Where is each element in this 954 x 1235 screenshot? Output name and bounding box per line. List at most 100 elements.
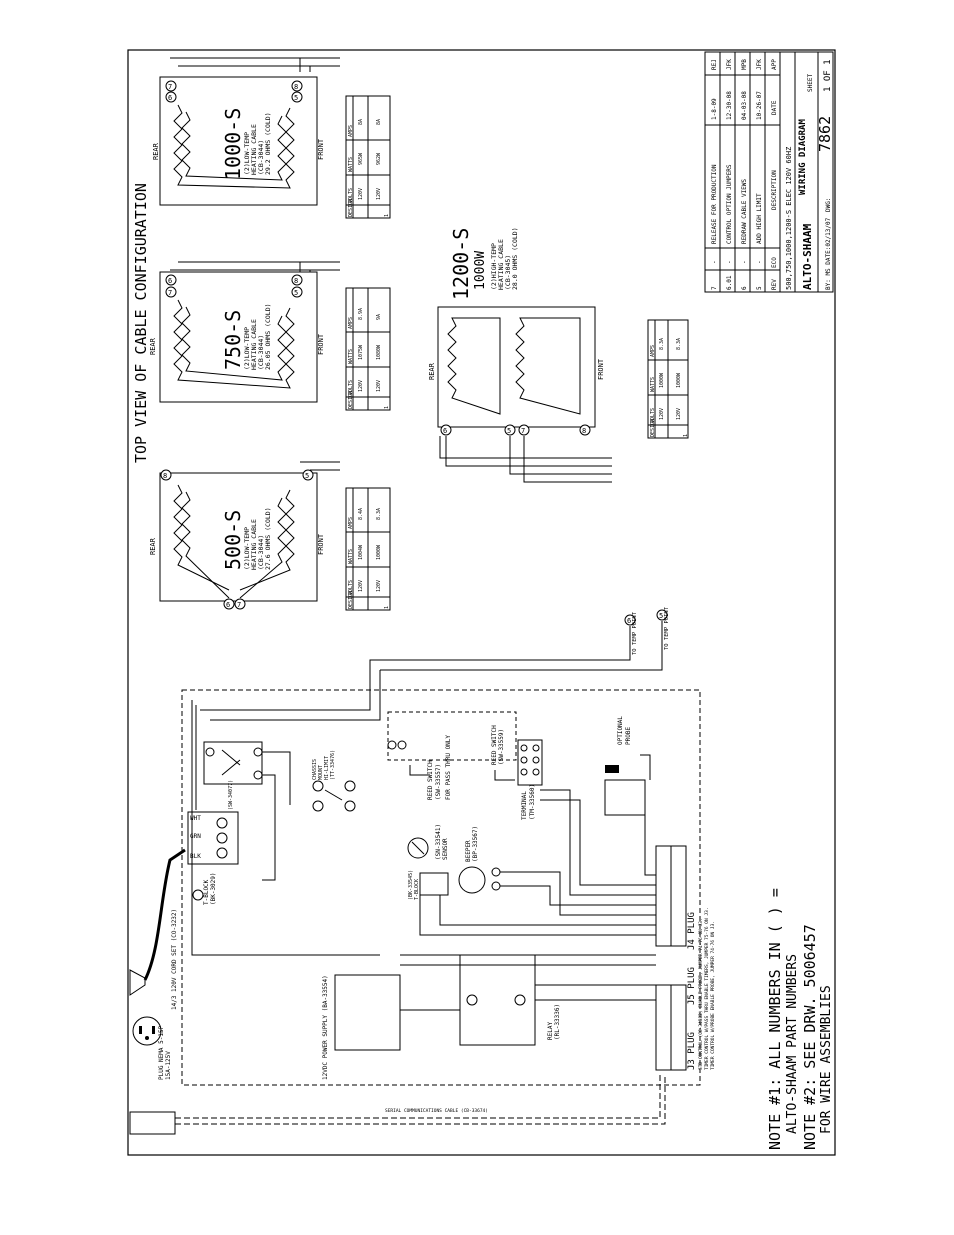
dwg-number: 7862 xyxy=(816,116,834,152)
chassis-label: (TT-33476) xyxy=(330,750,336,780)
power-plug: PLUG NEMA 5-15P 15A-125V 14/3 120V CORD … xyxy=(129,848,186,1080)
heating-cable xyxy=(173,484,295,591)
title-block: 7 - RELEASE FOR PRODUCTION 1-8-09 REJ 6.… xyxy=(704,51,834,293)
tblock-label: T-BLOCK xyxy=(203,879,210,905)
terminal-label: 6 xyxy=(226,601,230,609)
cable-spec: (CB-3045) xyxy=(504,255,512,290)
rear-label: REAR xyxy=(149,537,157,555)
reed-switch-label: FOR PASS THRU ONLY xyxy=(445,735,452,800)
terminal-label: 6 xyxy=(443,427,447,435)
table-cell: 1000W xyxy=(676,372,682,388)
table-cell: 1 xyxy=(384,406,390,409)
rev-eco: - xyxy=(711,260,718,264)
terminal xyxy=(291,91,303,103)
probe-label: OPTIONAL xyxy=(617,716,624,745)
note-line: FOR WIRE ASSEMBLIES xyxy=(819,985,834,1134)
cable-spec: (CB-3044) xyxy=(257,335,265,370)
table-header: VOLTS xyxy=(650,408,656,423)
relay-wiring xyxy=(400,984,656,1011)
terminal-label: 8 xyxy=(582,427,586,435)
table-cell: 1080W xyxy=(376,344,382,360)
sensor-label: (SN-33541) xyxy=(435,824,442,860)
t-block-2: (BK-33545) T-BLOCK xyxy=(408,870,449,900)
block-label: T-BLOCK xyxy=(414,879,420,900)
note-line: ALTO-SHAAM PART NUMBERS xyxy=(785,954,800,1134)
model-label: 1200-S xyxy=(449,228,473,300)
control-note: TIMER CONTROL W/PASS THRU ENABLE TIMERS,… xyxy=(704,907,710,1070)
control-notes: STD CONTROL (CC-34382) ENABLE PROBE, JUM… xyxy=(698,907,716,1070)
unit-1200s: 6 5 7 8 REAR FRONT 1200-S 1000W (2)HIGH-… xyxy=(428,227,612,483)
beeper-label: (BP-33567) xyxy=(472,826,479,862)
thermostat: (SW-34077) xyxy=(203,741,263,810)
chassis-label: CHASSIS xyxy=(312,759,318,780)
table-cell: 8.3A xyxy=(376,508,382,520)
control-wiring xyxy=(400,789,656,966)
relay-label: RELAY xyxy=(547,1022,554,1040)
rating-table-750s: DESIGN VOLTS WATTS AMPS 120V 1075W 8.9A … xyxy=(345,287,391,411)
serial-cable-label: SERIAL COMMUNICATIONS CABLE (CB-33674) xyxy=(385,1108,488,1114)
terminal xyxy=(165,80,177,92)
table-cell: 962W xyxy=(376,152,382,165)
top-wires-750 xyxy=(170,261,340,272)
terminal-label: 8 xyxy=(294,83,298,91)
terminal-label: 8 xyxy=(163,472,167,480)
terminal-label: 5 xyxy=(507,427,511,435)
power-label: 1000W xyxy=(473,251,488,290)
unit-frame xyxy=(159,271,318,403)
table-cell: 120V xyxy=(659,408,665,420)
heating-cable xyxy=(173,104,295,189)
temp-point-label: TO TEMP POINT xyxy=(632,611,638,655)
terminal-label: 6 xyxy=(168,94,172,102)
table-cell: 8.9A xyxy=(358,308,364,320)
terminal xyxy=(291,274,303,286)
rev-description: RELEASE FOR PRODUCTION xyxy=(711,164,718,244)
rev-approver: MPB xyxy=(741,59,748,70)
product-title: 500,750,1000,1200-S ELEC 120V 60HZ xyxy=(785,147,793,290)
dwg-label: DWG: xyxy=(825,198,832,212)
terminal xyxy=(234,598,246,610)
table-cell: 120V xyxy=(376,380,382,392)
cable-spec: HEATING CABLE xyxy=(497,239,505,290)
note-line: NOTE #1: ALL NUMBERS IN ( ) = xyxy=(766,888,784,1150)
unit-750s: 6 7 8 5 REAR FRONT 750-S (2)LOW-TEMP HEA… xyxy=(149,271,325,403)
heating-cable xyxy=(181,111,287,181)
table-cell: 120V xyxy=(358,380,364,392)
cable-spec: 26.05 OHMS (COLD) xyxy=(264,303,272,370)
cable-spec: (CB-3044) xyxy=(257,140,265,175)
temp-points: 6 5 TO TEMP POINT TO TEMP POINT xyxy=(369,606,670,700)
table-cell: 1075W xyxy=(358,344,364,360)
rating-table-1000s: DESIGN VOLTS WATTS AMPS 120V 965W 8A 120… xyxy=(345,95,391,219)
table-cell: 120V xyxy=(358,188,364,200)
table-cell: 1004W xyxy=(358,544,364,560)
table-header: DESIGN xyxy=(348,391,354,409)
table-header: VOLTS xyxy=(348,580,354,595)
plug-label: J4 PLUG xyxy=(687,912,697,950)
rev-header: ECO xyxy=(771,257,778,268)
heating-cable xyxy=(173,299,295,389)
heating-cable xyxy=(181,306,287,381)
table-cell: 8.3A xyxy=(659,338,665,350)
unit-frame xyxy=(159,76,318,206)
rev-eco: - xyxy=(726,260,733,264)
terminal xyxy=(165,286,177,298)
reed-switch-label: REED SWITCH xyxy=(491,725,498,765)
terminal-label: 7 xyxy=(168,83,172,91)
terminal-label: 5 xyxy=(294,289,298,297)
terminal-block-label: (TM-33560) xyxy=(529,784,536,820)
table-cell: 1000W xyxy=(659,372,665,388)
table-cell: 120V xyxy=(676,408,682,420)
plug-label: J5 PLUG xyxy=(687,967,697,1005)
terminal-label: 8 xyxy=(294,277,298,285)
rev-header: APP xyxy=(771,59,778,70)
rev-header: DESCRIPTION xyxy=(771,170,778,210)
cable-spec: HEATING CABLE xyxy=(250,319,258,370)
reed-switch-pass-thru: REED SWITCH (SW-33557) FOR PASS THRU ONL… xyxy=(387,711,517,800)
cable-spec: 28.0 OHMS (COLD) xyxy=(511,227,519,290)
terminal xyxy=(504,424,516,436)
temp-point-number: 6 xyxy=(627,617,631,625)
wire-color-label: BLK xyxy=(190,853,201,860)
rear-label: REAR xyxy=(149,337,157,355)
terminal-label: 7 xyxy=(237,601,241,609)
rev-number: 6.01 xyxy=(726,275,733,290)
